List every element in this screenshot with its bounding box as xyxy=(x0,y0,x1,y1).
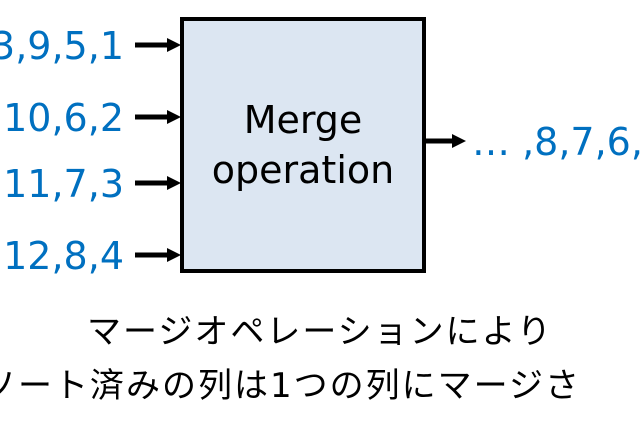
caption-line-1: マージオペレーションにより xyxy=(87,312,553,352)
output-sequence: … ,8,7,6, xyxy=(472,120,640,164)
block-label-line-1: Merge xyxy=(243,98,363,142)
output-arrow xyxy=(422,134,466,148)
input-arrow-3 xyxy=(135,176,181,190)
caption-line-2: ソート済みの列は1つの列にマージさ xyxy=(0,366,581,406)
input-arrow-2 xyxy=(135,110,181,124)
merge-operation-block: Merge operation xyxy=(180,17,426,273)
input-arrow-1 xyxy=(135,38,181,52)
input-sequence-4: 12,8,4 xyxy=(3,234,124,278)
input-arrow-4 xyxy=(135,248,181,262)
input-sequence-2: 10,6,2 xyxy=(3,96,124,140)
block-label-line-2: operation xyxy=(211,148,395,192)
input-sequence-3: 11,7,3 xyxy=(3,162,124,206)
input-sequence-1: 3,9,5,1 xyxy=(0,24,124,68)
